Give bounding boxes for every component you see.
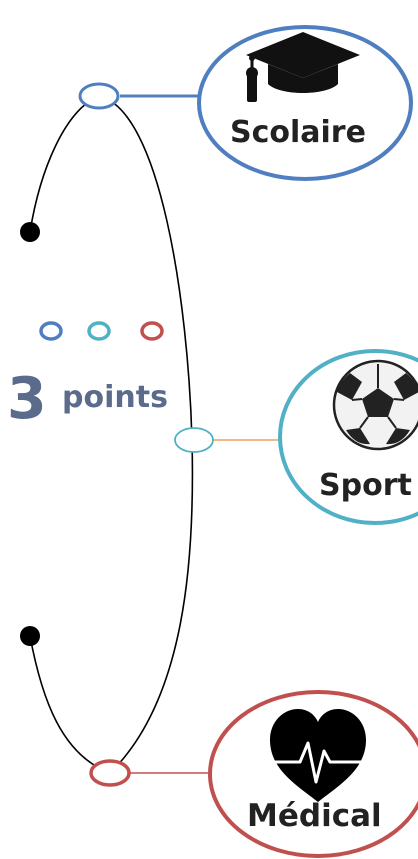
main-curve-left-top (29, 95, 100, 233)
topic-label-sport: Sport (319, 468, 412, 503)
legend-dot-teal (87, 321, 111, 341)
curve-end-dot-bottom (20, 626, 40, 646)
legend-dot-red (140, 321, 164, 341)
topic-label-scolaire: Scolaire (230, 115, 366, 150)
main-curve-left-bottom (29, 635, 111, 774)
points-word: points (62, 380, 168, 415)
heart-pulse-icon (270, 709, 366, 802)
soccer-ball-icon (332, 359, 418, 451)
topic-label-medical: Médical (247, 798, 382, 834)
curve-end-dot-top (20, 222, 40, 242)
node-scolaire (78, 82, 120, 110)
node-medical (89, 759, 131, 787)
graduation-cap-icon (246, 32, 360, 102)
points-count: 3 (7, 366, 47, 432)
legend-dot-blue (39, 321, 63, 341)
node-sport (174, 427, 214, 453)
